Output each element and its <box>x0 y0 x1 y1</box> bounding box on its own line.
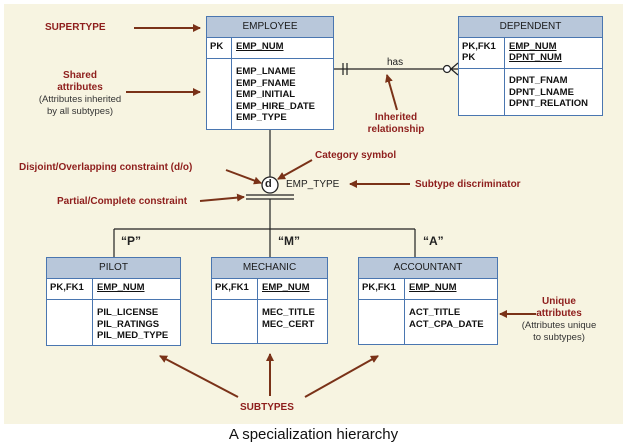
accountant-discriminator-value: “A” <box>423 234 444 248</box>
subtypes-arrow-accountant <box>304 355 379 398</box>
accountant-entity-name: ACCOUNTANT <box>359 258 497 279</box>
partial-constraint-arrow <box>199 193 245 202</box>
inherited-relationship-label: Inherited <box>374 112 418 123</box>
pilot-attribute: PIL_LICENSE <box>97 307 159 318</box>
employee-attribute: EMP_LNAME <box>236 66 296 77</box>
dependent-entity-name: DEPENDENT <box>459 17 602 38</box>
mechanic-discriminator-value: “M” <box>278 234 300 248</box>
shared-attributes-title: Shared <box>63 70 97 81</box>
employee-attribute: EMP_TYPE <box>236 112 287 123</box>
figure-caption: A specialization hierarchy <box>228 426 399 443</box>
inherited-relationship-arrow <box>385 74 398 111</box>
category-symbol-arrow <box>277 159 313 180</box>
disjoint-constraint-annotation: Disjoint/Overlapping constraint (d/o) <box>19 162 193 173</box>
shared-attributes-note: by all subtypes) <box>46 106 113 117</box>
mechanic-entity-name: MECHANIC <box>212 258 327 279</box>
shared-attributes-title: attributes <box>57 82 103 93</box>
pilot-entity-name: PILOT <box>47 258 180 279</box>
dependent-key-labels: PK,FK1 PK <box>462 41 496 63</box>
mechanic-key-label: PK,FK1 <box>215 282 249 293</box>
shared-attributes-note: (Attributes inherited <box>38 94 122 105</box>
employee-entity-name: EMPLOYEE <box>207 17 333 38</box>
shared-attributes-annotation: Shared attributes (Attributes inherited … <box>30 70 130 118</box>
supertype-annotation: SUPERTYPE <box>45 22 106 33</box>
employee-attribute: EMP_FNAME <box>236 77 296 89</box>
subtype-discriminator-annotation: Subtype discriminator <box>415 179 521 190</box>
category-symbol-annotation: Category symbol <box>315 150 397 161</box>
dependent-key-label: PK,FK1 <box>462 41 496 52</box>
optional-many-circle <box>442 64 452 74</box>
dependent-pk-attribute: DPNT_NUM <box>509 52 562 63</box>
inherited-relationship-annotation: Inherited relationship <box>356 112 436 136</box>
employee-pk-attribute: EMP_NUM <box>236 41 284 52</box>
pilot-attribute: PIL_MED_TYPE <box>97 330 169 341</box>
mechanic-attribute: MEC_TITLE <box>262 307 315 318</box>
mechanic-attribute: MEC_CERT <box>262 318 315 330</box>
employee-attribute: EMP_INITIAL <box>236 89 296 100</box>
subtypes-annotation: SUBTYPES <box>240 402 294 413</box>
unique-attributes-annotation: Unique attributes (Attributes unique to … <box>509 296 609 344</box>
unique-attributes-title: Unique <box>542 296 576 307</box>
accountant-attribute: ACT_TITLE <box>409 307 461 318</box>
crowsfoot-line <box>450 68 459 76</box>
unique-attributes-note: to subtypes) <box>533 332 585 343</box>
pilot-key-label: PK,FK1 <box>50 282 84 293</box>
unique-attributes-note: (Attributes unique <box>521 320 597 331</box>
employee-attribute: EMP_HIRE_DATE <box>236 100 316 112</box>
dependent-entity[interactable]: DEPENDENT PK,FK1 PK EMP_NUM DPNT_NUM DPN… <box>458 16 603 116</box>
pilot-attribute: PIL_RATINGS <box>97 318 160 330</box>
dependent-attribute: DPNT_FNAM <box>509 75 568 86</box>
dependent-attribute: DPNT_LNAME <box>509 86 574 98</box>
pilot-entity[interactable]: PILOT PK,FK1 EMP_NUM PIL_LICENSE PIL_RAT… <box>46 257 181 346</box>
has-relationship-label: has <box>387 57 404 68</box>
subtypes-arrow-pilot <box>159 355 239 398</box>
inherited-relationship-label: relationship <box>367 124 425 135</box>
accountant-entity[interactable]: ACCOUNTANT PK,FK1 EMP_NUM ACT_TITLE ACT_… <box>358 257 498 345</box>
pilot-pk-attribute: EMP_NUM <box>97 282 145 293</box>
accountant-pk-attribute: EMP_NUM <box>409 282 457 293</box>
accountant-key-label: PK,FK1 <box>362 282 396 293</box>
employee-entity[interactable]: EMPLOYEE PK EMP_NUM EMP_LNAME EMP_FNAME … <box>206 16 334 130</box>
disjoint-constraint-arrow <box>225 169 262 185</box>
dependent-attribute: DPNT_RELATION <box>509 98 588 109</box>
employee-key-label: PK <box>210 41 224 52</box>
subtype-discriminator-name: EMP_TYPE <box>286 179 340 190</box>
mechanic-entity[interactable]: MECHANIC PK,FK1 EMP_NUM MEC_TITLE MEC_CE… <box>211 257 328 344</box>
dependent-pk-attribute: EMP_NUM <box>509 41 557 52</box>
crowsfoot-line <box>450 62 459 70</box>
dependent-key-label: PK <box>462 52 476 63</box>
category-symbol-letter: d <box>265 178 272 190</box>
pilot-discriminator-value: “P” <box>121 234 142 248</box>
category-symbol-circle <box>261 176 279 194</box>
accountant-attribute: ACT_CPA_DATE <box>409 318 484 330</box>
unique-attributes-title: attributes <box>536 308 582 319</box>
partial-complete-annotation: Partial/Complete constraint <box>57 196 188 207</box>
mechanic-pk-attribute: EMP_NUM <box>262 282 310 293</box>
